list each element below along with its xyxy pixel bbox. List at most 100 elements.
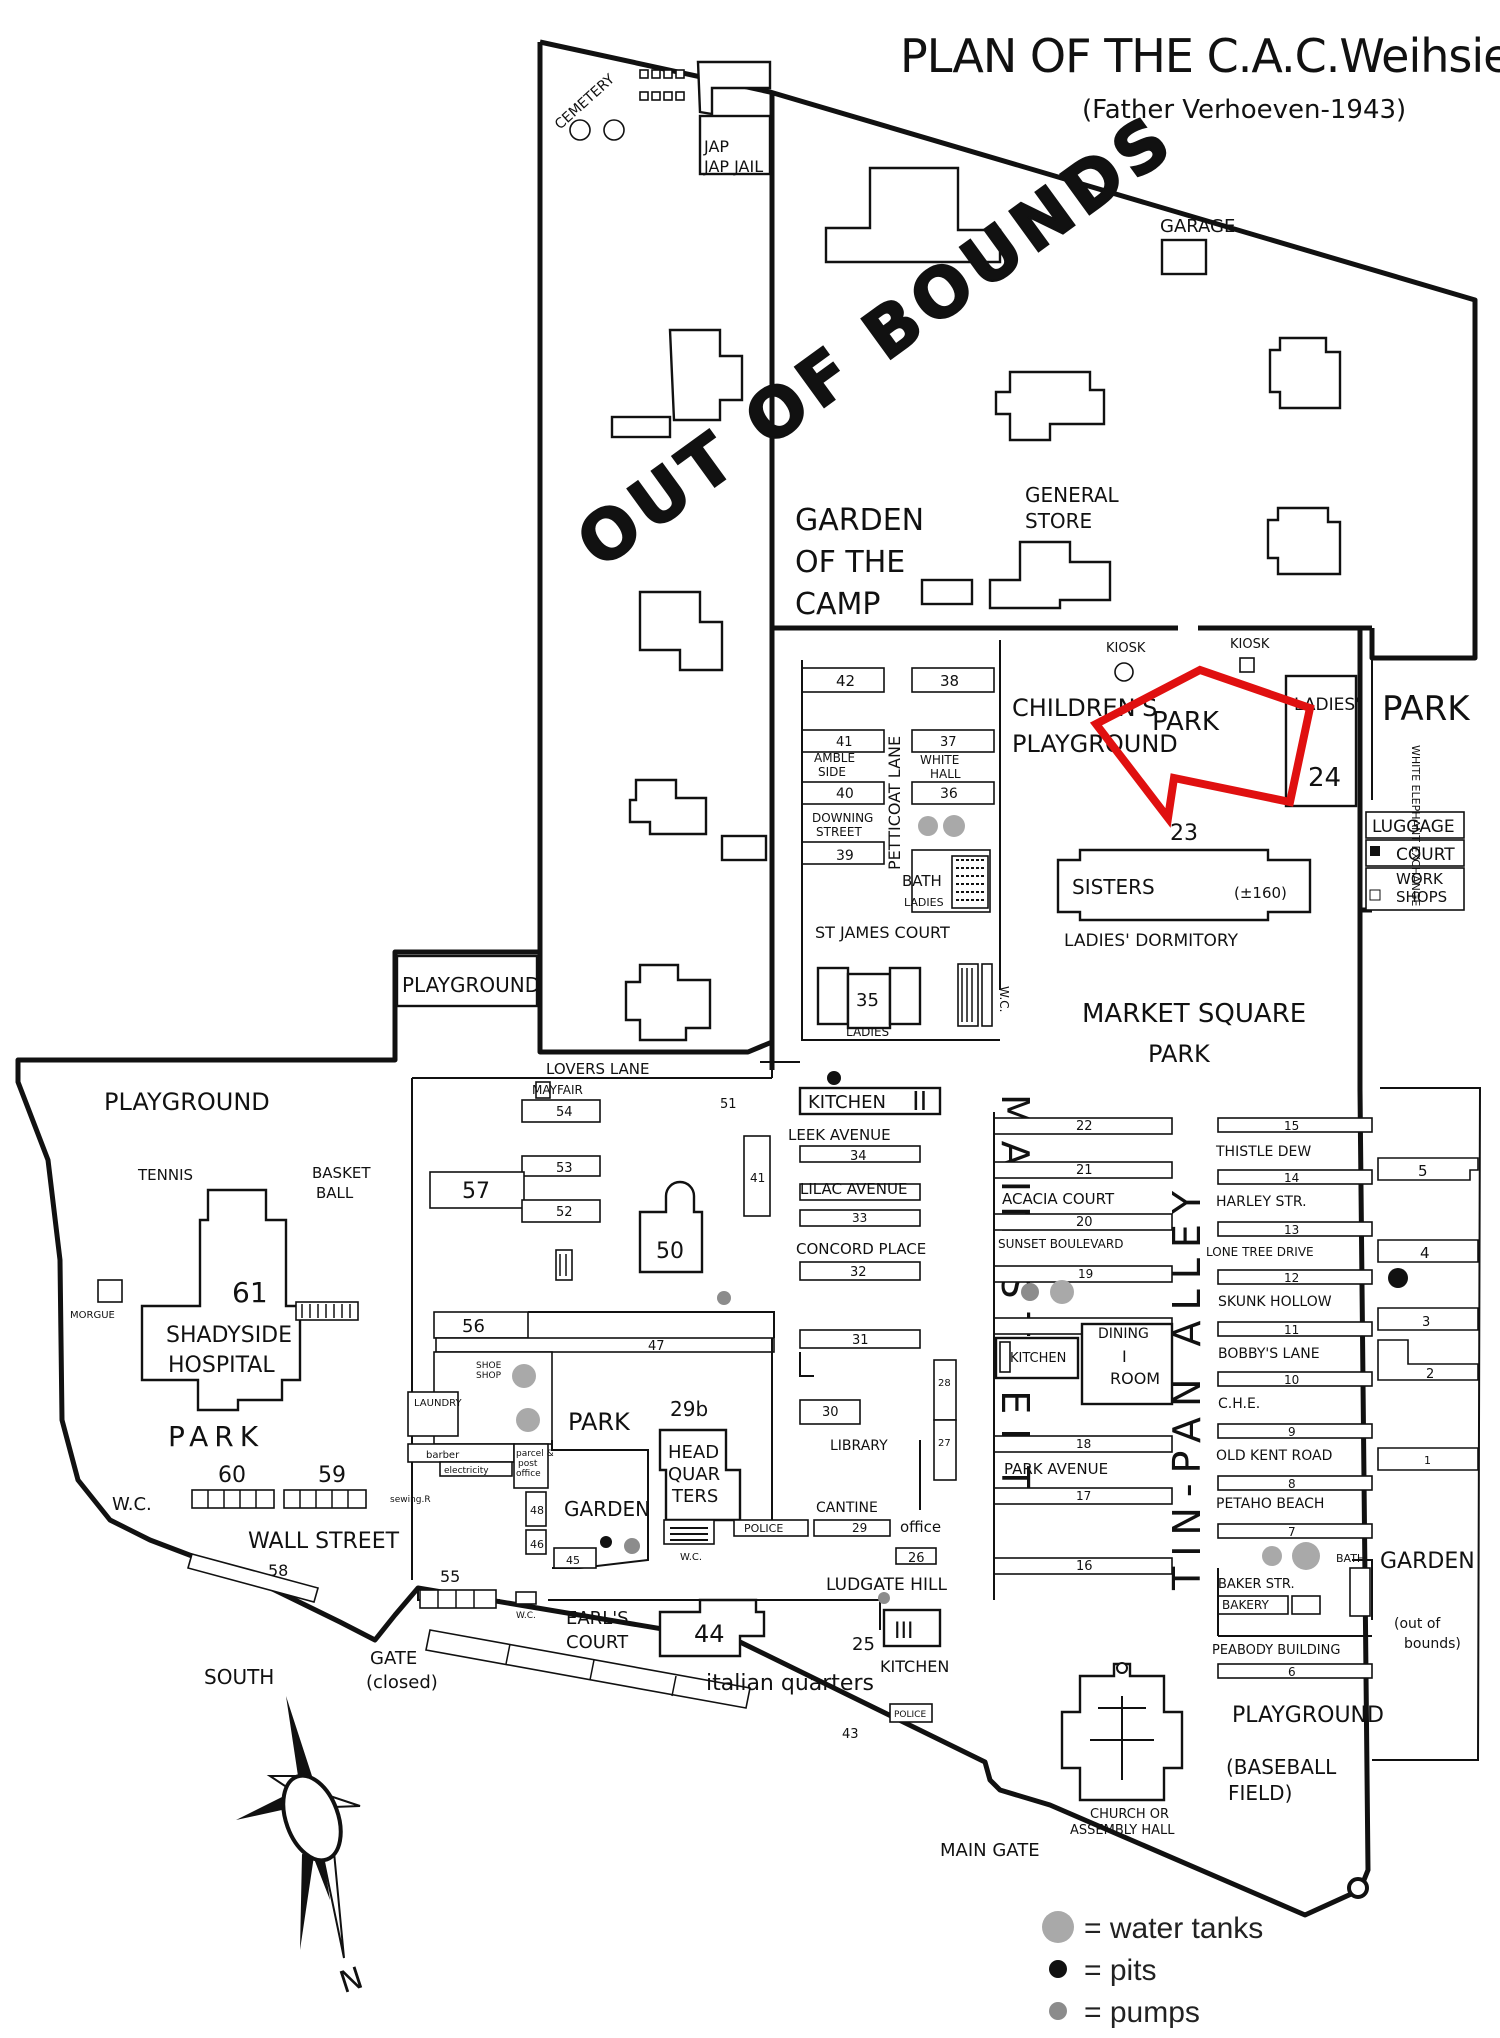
building-5: 5 xyxy=(1418,1162,1428,1180)
center-blocks xyxy=(407,1042,957,1723)
building-26: 26 xyxy=(908,1551,925,1566)
childrens-playground-label-1: CHILDREN'S xyxy=(1012,694,1157,722)
lone-tree-label: LONE TREE DRIVE xyxy=(1206,1245,1314,1259)
building-33: 33 xyxy=(852,1211,867,1225)
old-kent-road-label: OLD KENT ROAD xyxy=(1216,1448,1332,1464)
work-shops-label-1: WORK xyxy=(1396,870,1444,888)
building-22: 22 xyxy=(1076,1119,1093,1134)
dining-label-3: ROOM xyxy=(1110,1369,1160,1388)
corner-marker xyxy=(1347,1877,1369,1899)
building-53: 53 xyxy=(556,1161,573,1176)
north-label: N xyxy=(335,1961,367,2001)
market-square-label: MARKET SQUARE xyxy=(1082,999,1306,1029)
work-shops-label-2: SHOPS xyxy=(1396,888,1447,906)
pits xyxy=(600,1071,1408,1548)
building-43: 43 xyxy=(842,1727,859,1742)
building-7: 7 xyxy=(1288,1525,1296,1539)
baker-str-label: BAKER STR. xyxy=(1218,1577,1295,1592)
st-james-court-label: ST JAMES COURT xyxy=(815,923,950,942)
leek-avenue-label: LEEK AVENUE xyxy=(788,1126,891,1144)
building-50: 50 xyxy=(656,1239,684,1264)
building-20: 20 xyxy=(1076,1215,1093,1230)
upper-camp-buildings xyxy=(801,628,1465,1041)
building-37: 37 xyxy=(940,735,957,750)
building-11: 11 xyxy=(1284,1323,1299,1337)
earls-court-label-2: COURT xyxy=(566,1632,629,1653)
park-top-label: PARK xyxy=(1152,707,1220,737)
bath-label: BATH xyxy=(902,872,942,890)
building-8: 8 xyxy=(1288,1477,1296,1491)
ladies-dormitory-label: LADIES' DORMITORY xyxy=(1064,931,1239,951)
main-gate-label: MAIN GATE xyxy=(940,1840,1040,1861)
harley-str-label: HARLEY STR. xyxy=(1216,1194,1307,1210)
south-label: SOUTH xyxy=(204,1665,274,1689)
building-59: 59 xyxy=(318,1463,346,1488)
jap-jail-label-1: JAP xyxy=(703,137,729,156)
building-47: 47 xyxy=(648,1339,665,1354)
building-4: 4 xyxy=(1420,1244,1430,1262)
building-35: 35 xyxy=(856,990,879,1011)
white-hall-2: HALL xyxy=(930,767,961,781)
building-29b: 29b xyxy=(670,1397,708,1421)
building-16: 16 xyxy=(1076,1559,1093,1574)
hospital-building xyxy=(140,1188,302,1412)
park-right-label: PARK xyxy=(1382,689,1471,729)
amble-side-1: AMBLE xyxy=(814,751,855,765)
court-label: COURT xyxy=(1396,845,1455,865)
legend-water-tank-swatch xyxy=(1042,1911,1074,1943)
kiosk-2-label: KIOSK xyxy=(1230,637,1270,652)
shoe-shop-label-1: SHOE xyxy=(476,1361,502,1371)
legend: = water tanks = pits = pumps xyxy=(1042,1911,1263,2029)
wc-left-label: W.C. xyxy=(112,1494,152,1515)
legend-pump-swatch xyxy=(1049,2002,1067,2020)
sunset-boulevard-label: SUNSET BOULEVARD xyxy=(998,1237,1123,1251)
white-hall-1: WHITE xyxy=(920,753,959,767)
barber-label: barber xyxy=(426,1450,460,1461)
map-subtitle: (Father Verhoeven-1943) xyxy=(1082,95,1406,125)
bakery-label: BAKERY xyxy=(1222,1598,1269,1612)
building-55: 55 xyxy=(440,1567,460,1586)
headquarters-label-1: HEAD xyxy=(668,1442,719,1463)
bobbys-lane-label: BOBBY'S LANE xyxy=(1218,1346,1320,1362)
building-18: 18 xyxy=(1076,1437,1091,1451)
post-office-label-2: post xyxy=(518,1459,538,1469)
building-10: 10 xyxy=(1284,1373,1299,1387)
legend-water-tanks: = water tanks xyxy=(1084,1912,1263,1945)
kitchen-1-label: KITCHEN xyxy=(1010,1351,1066,1366)
building-41: 41 xyxy=(836,735,853,750)
building-3: 3 xyxy=(1422,1315,1430,1330)
gate-label: GATE xyxy=(370,1648,417,1669)
general-store-label-2: STORE xyxy=(1025,509,1092,533)
building-9: 9 xyxy=(1288,1425,1296,1439)
morgue-label: MORGUE xyxy=(70,1310,115,1321)
post-office-label-1: parcel & xyxy=(516,1449,554,1459)
garden-mid-label: GARDEN xyxy=(564,1497,650,1521)
kitchen-3-number: III xyxy=(894,1619,913,1644)
petticoat-lane-label: PETTICOAT LANE xyxy=(885,736,904,870)
tennis-label: TENNIS xyxy=(137,1166,193,1184)
police-1-label: POLICE xyxy=(744,1522,783,1535)
building-13: 13 xyxy=(1284,1223,1299,1237)
water-tanks xyxy=(512,1280,1320,1570)
downing-street-1: DOWNING xyxy=(812,811,873,825)
white-elephant-label: WHITE ELEPHANT EXCHANGE xyxy=(1409,745,1422,906)
building-56: 56 xyxy=(462,1316,485,1337)
amble-side-2: SIDE xyxy=(818,765,846,779)
lilac-avenue-label: LILAC AVENUE xyxy=(800,1180,907,1198)
kitchen-3-label: KITCHEN xyxy=(880,1657,949,1676)
building-1: 1 xyxy=(1424,1454,1431,1467)
building-28: 28 xyxy=(938,1378,951,1389)
mayfair-label: MAYFAIR xyxy=(532,1083,583,1097)
wc-mid-label: W.C. xyxy=(680,1552,702,1563)
playground-left-label: PLAYGROUND xyxy=(104,1088,270,1116)
building-17: 17 xyxy=(1076,1489,1091,1503)
baseball-label-1: (BASEBALL xyxy=(1226,1755,1337,1779)
building-6: 6 xyxy=(1288,1665,1296,1679)
building-61: 61 xyxy=(232,1276,268,1309)
park-avenue-label: PARK AVENUE xyxy=(1004,1460,1108,1478)
post-office-label-3: office xyxy=(516,1469,541,1479)
downing-street-2: STREET xyxy=(816,825,862,839)
jap-jail-label: JAP JAIL xyxy=(703,157,763,176)
che-label: C.H.E. xyxy=(1218,1396,1260,1412)
